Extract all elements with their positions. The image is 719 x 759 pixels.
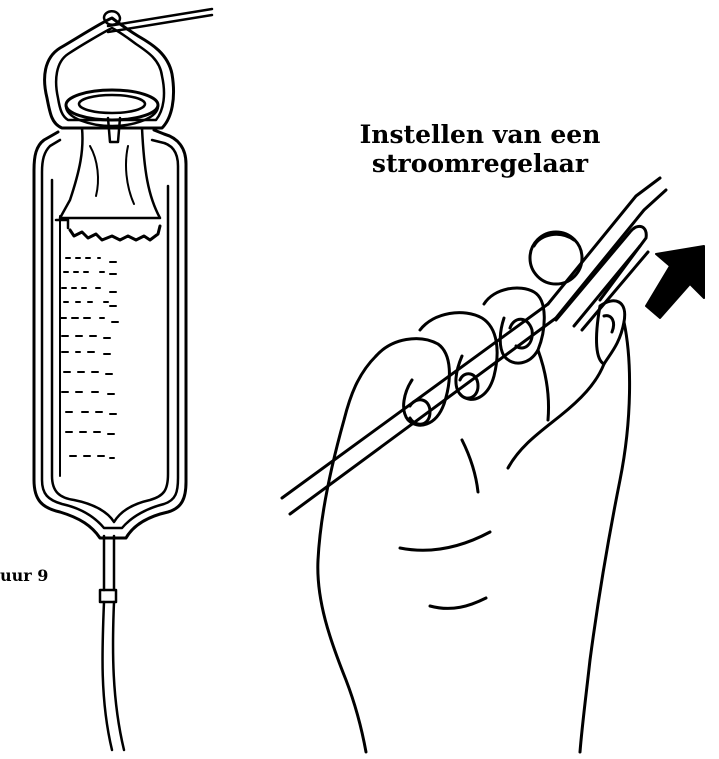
graduation-marks <box>60 258 118 458</box>
title-line-2: stroomregelaar <box>290 149 670 178</box>
title-line-1: Instellen van een <box>290 120 670 149</box>
figure-number-label: uur 9 <box>0 566 48 585</box>
iv-bag-illustration <box>34 9 212 750</box>
palm-outline <box>318 356 376 752</box>
hand-adjusting-flow-regulator <box>282 178 666 752</box>
bag-outer <box>34 130 186 538</box>
clamp-tubing <box>282 304 556 514</box>
hanging-wire <box>108 9 212 32</box>
finger-ring <box>376 339 449 426</box>
outlet-port <box>104 536 114 590</box>
fluid-level-line <box>70 226 160 240</box>
figure-title: Instellen van een stroomregelaar <box>290 120 670 178</box>
up-right-arrow-icon <box>646 246 704 318</box>
iv-tubing <box>102 602 124 750</box>
finger-index <box>484 288 544 363</box>
finger-middle <box>420 313 497 400</box>
palm-crease <box>400 532 490 550</box>
